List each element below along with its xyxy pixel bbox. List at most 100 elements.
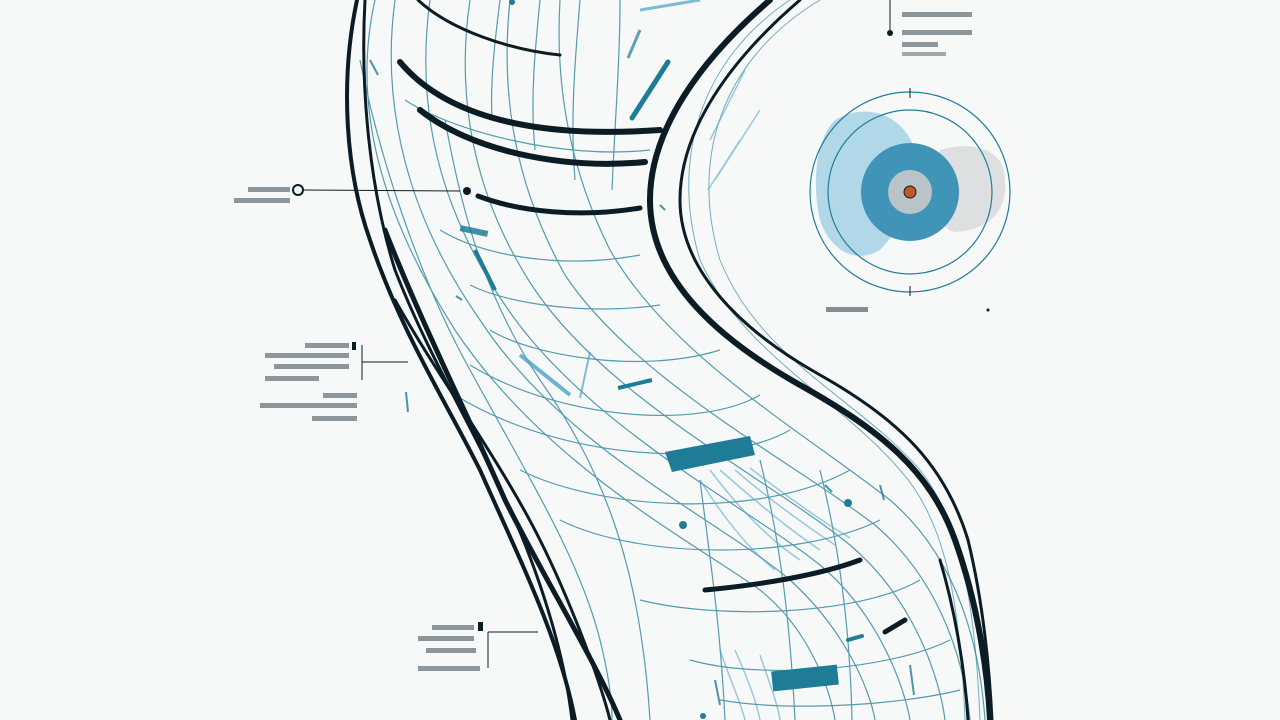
- callout-marker: [292, 184, 304, 196]
- hatch-line: [719, 469, 821, 551]
- rib-line: [699, 479, 726, 720]
- contour-line: [558, 0, 986, 720]
- micro-mark: [824, 484, 833, 493]
- micro-mark: [659, 204, 666, 211]
- callout-text-line: [265, 353, 349, 358]
- callout-text-line: [432, 625, 474, 630]
- callout-top-right: [887, 0, 972, 56]
- callout-text-line: [260, 403, 357, 408]
- callout-marker: [887, 30, 893, 36]
- callout-text-line: [305, 343, 349, 348]
- callout-text-line: [902, 42, 938, 47]
- cross-arc: [519, 469, 851, 505]
- dark-dash: [846, 634, 864, 642]
- guide-line: [688, 0, 966, 720]
- contour-line: [390, 0, 876, 720]
- rib-line: [572, 0, 581, 181]
- teal-dash: [617, 378, 653, 390]
- hatch-line: [699, 479, 776, 571]
- hatch-line: [749, 467, 851, 539]
- callout-text-line: [418, 666, 480, 671]
- callout-marker: [986, 308, 990, 312]
- micro-mark: [405, 391, 409, 413]
- callout-text-line: [274, 364, 349, 369]
- callout-text-line: [234, 198, 290, 203]
- bold-outline-left: [345, 0, 577, 720]
- callout-left-upper: [234, 184, 461, 203]
- target-center: [903, 185, 917, 199]
- callout-left-middle: [260, 342, 408, 421]
- callout-marker: [352, 342, 356, 350]
- bold-arc-1: [397, 59, 663, 135]
- teal-dash: [518, 353, 572, 397]
- bold-strokes: [345, 0, 994, 720]
- bold-arc-3: [475, 193, 643, 216]
- bold-arc-2: [417, 107, 648, 167]
- micro-mark: [369, 59, 379, 76]
- hatch-line: [734, 469, 836, 546]
- node-dot: [700, 713, 706, 719]
- rib-line: [532, 0, 541, 151]
- teal-dash: [639, 0, 701, 12]
- callout-text-line: [248, 187, 290, 192]
- contour-line: [366, 0, 836, 720]
- callout-text-line: [323, 393, 357, 398]
- callout-text-line: [902, 30, 972, 35]
- cross-arc: [454, 394, 791, 455]
- cross-arc: [489, 329, 721, 363]
- callout-text-line: [265, 376, 319, 381]
- micro-mark: [455, 295, 463, 301]
- dark-dash: [882, 617, 908, 635]
- node-dot: [509, 0, 515, 5]
- bold-outline-left-3: [393, 298, 612, 720]
- bold-outline-right: [646, 0, 993, 720]
- rib-line: [819, 469, 853, 720]
- callout-text-line: [426, 648, 476, 653]
- bold-arc-top: [416, 0, 562, 57]
- teal-bar: [459, 225, 489, 237]
- teal-dash: [579, 351, 591, 399]
- teal-dash: [626, 29, 642, 59]
- hatch-line: [719, 649, 746, 720]
- contour-line: [444, 119, 651, 720]
- node-dot: [463, 187, 471, 195]
- micro-mark: [909, 664, 915, 696]
- micro-mark: [714, 679, 721, 706]
- bold-outline-right-2: [678, 0, 994, 720]
- hatch-line: [709, 469, 801, 561]
- bold-bottom-right: [938, 558, 970, 720]
- teal-block: [665, 436, 755, 472]
- cross-arc: [719, 689, 961, 707]
- callout-bottom-left: [418, 622, 538, 671]
- contour-line: [425, 0, 911, 720]
- callout-text-line: [902, 52, 946, 56]
- callout-text-line: [902, 12, 972, 17]
- callout-text-line: [826, 307, 868, 312]
- teal-block-bottom: [771, 664, 839, 692]
- cross-arc: [639, 579, 921, 613]
- micro-mark: [879, 484, 885, 501]
- hatch-line: [709, 69, 746, 141]
- hatch-line: [759, 654, 781, 720]
- cross-arc: [559, 519, 881, 551]
- cross-arc: [469, 364, 761, 417]
- teal-dash: [629, 59, 671, 121]
- callout-under-target: [826, 307, 990, 312]
- cross-arc: [469, 284, 661, 310]
- hatch-line: [707, 139, 741, 191]
- hatch-line: [734, 649, 761, 720]
- contour-line: [464, 0, 946, 720]
- target-ring-2: [827, 109, 993, 275]
- node-dot: [844, 499, 852, 507]
- contour-line: [506, 0, 971, 720]
- rib-line: [490, 0, 501, 121]
- teal-dash: [473, 249, 497, 291]
- bold-arc-lower: [702, 557, 863, 593]
- hatch-strokes: [699, 69, 851, 720]
- nodes: [463, 0, 852, 719]
- callout-leader: [303, 189, 461, 192]
- cross-arc: [439, 229, 641, 262]
- micro-marks: [369, 59, 915, 706]
